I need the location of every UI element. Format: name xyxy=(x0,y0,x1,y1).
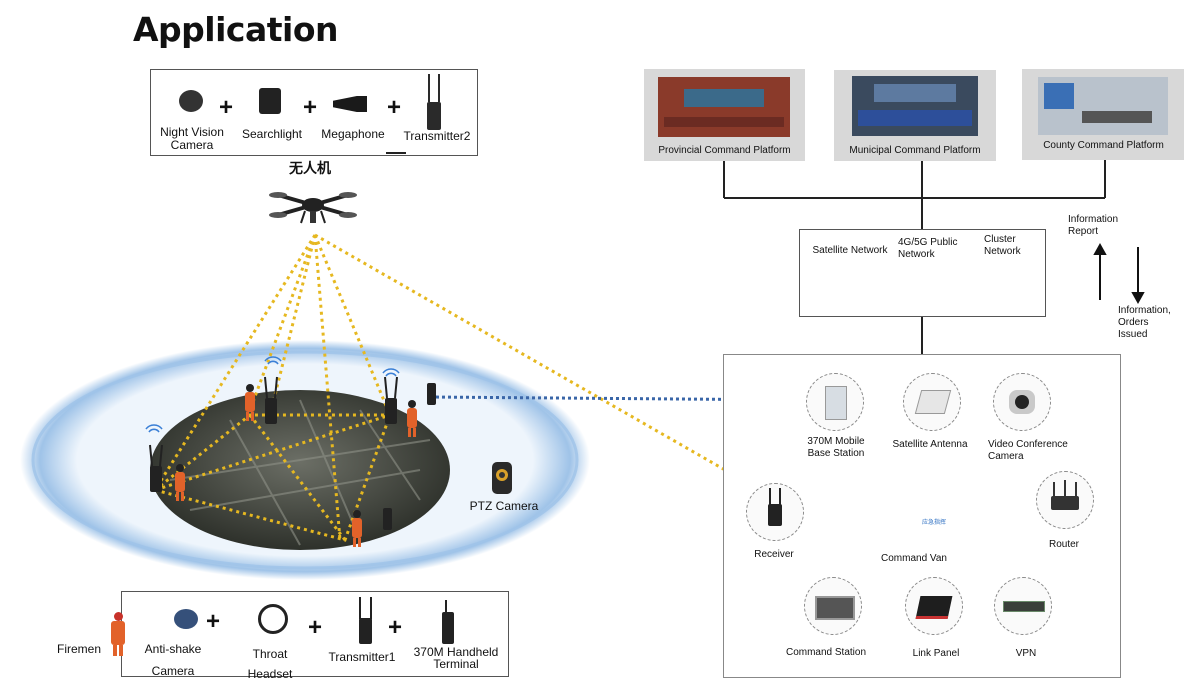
vpn-icon xyxy=(1003,601,1045,612)
megaphone-icon xyxy=(333,96,367,112)
plus-icon: + xyxy=(303,94,318,121)
van-sign: 应急指挥 xyxy=(922,519,947,526)
vpn-circle xyxy=(994,577,1052,635)
command-station-circle xyxy=(804,577,862,635)
receiver-icon xyxy=(768,504,782,526)
fireman-icon xyxy=(110,612,126,656)
drone-icon xyxy=(269,192,357,224)
command-station-icon xyxy=(815,596,855,620)
link-panel-circle xyxy=(905,577,963,635)
router-icon xyxy=(1051,496,1079,510)
plus-icon: + xyxy=(308,614,323,641)
plus-icon: + xyxy=(219,94,234,121)
uav-label: 无人机 xyxy=(289,161,331,177)
ptz-camera-label: PTZ Camera xyxy=(469,499,539,513)
searchlight-icon xyxy=(259,88,281,114)
equipment-label-command-station: Command Station xyxy=(785,647,867,658)
base-station-circle xyxy=(806,373,864,431)
report-arrows xyxy=(1093,242,1145,305)
throat-headset-icon xyxy=(258,604,288,634)
equipment-label-vpn: VPN xyxy=(1015,648,1037,659)
receiver-circle xyxy=(746,483,804,541)
equipment-label-receiver: Receiver xyxy=(754,549,794,560)
platform-label-county: County Command Platform xyxy=(1043,140,1164,151)
drone-links xyxy=(153,233,761,541)
satellite-antenna-icon xyxy=(914,390,952,414)
payload-label-megaphone: Megaphone xyxy=(321,127,385,141)
night-vision-camera-icon xyxy=(179,90,203,112)
satellite-antenna-circle xyxy=(903,373,961,431)
router-circle xyxy=(1036,471,1094,529)
firemen-label: Firemen xyxy=(56,642,101,656)
firemen-icons xyxy=(175,384,417,547)
payload-label-searchlight: Searchlight xyxy=(241,127,303,141)
transmitter-icon xyxy=(427,102,441,130)
ptz-camera-icon xyxy=(492,462,512,494)
wifi-icons xyxy=(145,356,400,433)
plus-icon: + xyxy=(388,614,403,641)
county-platform-card: County Command Platform xyxy=(1022,69,1184,160)
ground-transmitter-icons xyxy=(149,376,436,530)
city-area xyxy=(150,390,450,550)
platform-label-provincial: Provincial Command Platform xyxy=(658,145,791,156)
municipal-platform-card: Municipal Command Platform xyxy=(834,70,996,161)
equipment-label-transmitter1: Transmitter1 xyxy=(328,650,396,664)
page-title: Application xyxy=(133,10,339,49)
base-station-icon xyxy=(825,386,847,420)
equipment-label-router: Router xyxy=(1048,539,1079,550)
plus-icon: + xyxy=(206,608,221,635)
network-label-satellite: Satellite Network xyxy=(812,245,888,256)
equipment-label-command-van: Command Van xyxy=(881,553,947,564)
plus-icon: + xyxy=(387,94,402,121)
anti-shake-camera-icon xyxy=(174,609,198,629)
handheld-terminal-icon xyxy=(442,612,454,644)
equipment-label-link-panel: Link Panel xyxy=(912,648,960,659)
payload-label-transmitter2: Transmitter2 xyxy=(403,129,471,143)
platform-label-municipal: Municipal Command Platform xyxy=(849,145,981,156)
video-conference-circle xyxy=(993,373,1051,431)
provincial-platform-card: Provincial Command Platform xyxy=(644,69,805,161)
link-panel-icon xyxy=(915,596,953,619)
equipment-label-satellite-antenna: Satellite Antenna xyxy=(892,439,968,450)
transmitter1-icon xyxy=(359,618,372,644)
